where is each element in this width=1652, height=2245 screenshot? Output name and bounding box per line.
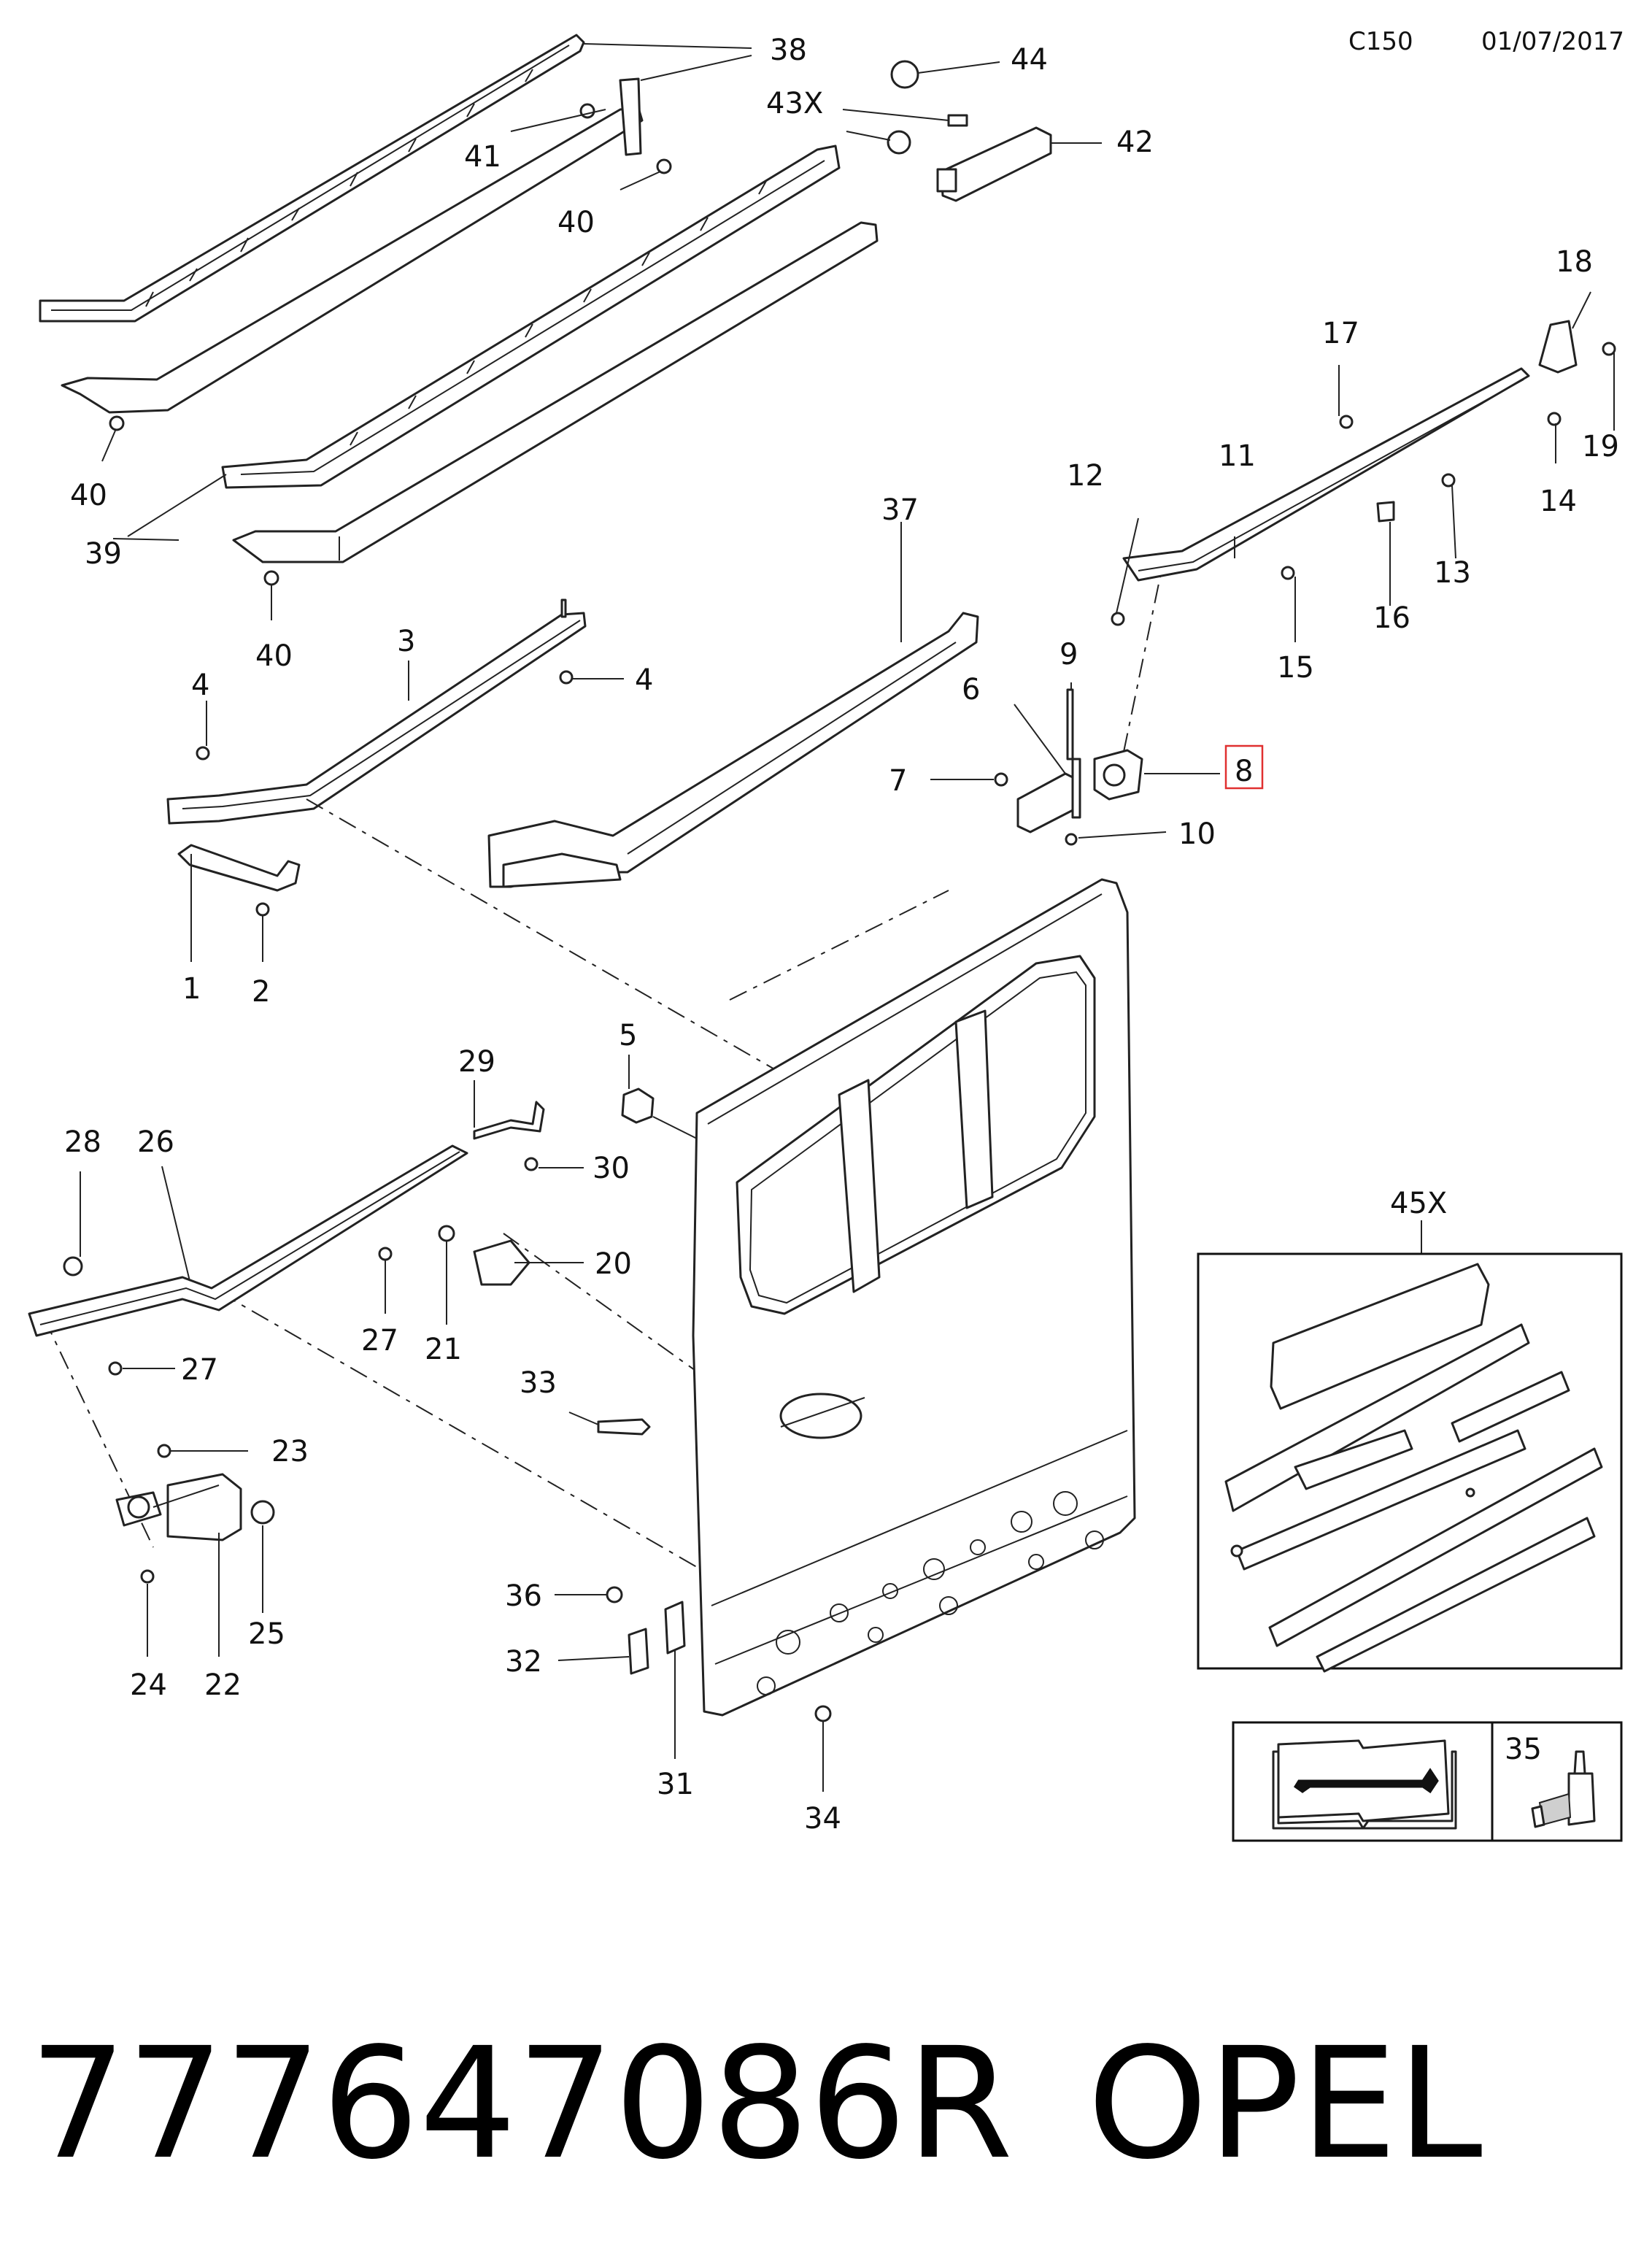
- clip-43x: [887, 114, 968, 155]
- screw-icon: [559, 670, 574, 685]
- callout-8: 8: [1235, 755, 1253, 788]
- screw-icon: [196, 746, 210, 760]
- kit-inset-45x: [1197, 1252, 1623, 1670]
- brand-name: OPEL: [1087, 2014, 1483, 2193]
- callout-6: 6: [962, 673, 980, 706]
- screw-icon: [157, 1444, 171, 1458]
- screw-icon: [438, 1225, 455, 1242]
- callout-43x: 43X: [766, 87, 823, 120]
- callout-13: 13: [1434, 556, 1471, 590]
- callout-44: 44: [1011, 43, 1048, 77]
- screw-icon: [378, 1247, 393, 1261]
- callout-16: 16: [1373, 601, 1410, 635]
- callout-4: 4: [635, 663, 653, 697]
- callout-39: 39: [85, 537, 122, 571]
- bumper-5: [621, 1087, 655, 1124]
- diagram-code: C150: [1348, 27, 1413, 56]
- upper-arm-3: [166, 598, 587, 825]
- callout-42: 42: [1116, 126, 1154, 159]
- rail-end-cover-42: [936, 126, 1052, 202]
- callout-5: 5: [619, 1019, 637, 1052]
- callout-35: 35: [1505, 1733, 1542, 1766]
- upper-track-11: [1122, 320, 1578, 582]
- adhesive-bottle-icon: [1531, 1750, 1596, 1828]
- screw-icon: [1111, 342, 1616, 626]
- center-track-37: [487, 612, 979, 888]
- callout-1: 1: [182, 972, 201, 1006]
- callout-34: 34: [804, 1802, 841, 1836]
- callout-18: 18: [1556, 245, 1593, 279]
- callout-10: 10: [1178, 817, 1216, 851]
- kit-parts-group: [1224, 1263, 1603, 1673]
- callout-3: 3: [397, 625, 415, 658]
- callout-29: 29: [458, 1045, 495, 1079]
- latch-31: [664, 1601, 686, 1655]
- callout-4: 4: [191, 669, 209, 702]
- callout-23: 23: [271, 1435, 309, 1468]
- bracket-1: [177, 844, 301, 892]
- screw-icon: [108, 1361, 123, 1376]
- callout-27: 27: [181, 1353, 218, 1387]
- callout-20: 20: [595, 1247, 632, 1281]
- callout-36: 36: [505, 1579, 542, 1613]
- legend-box: [1232, 1721, 1623, 1842]
- diagram-date: 01/07/2017: [1481, 27, 1624, 56]
- bumper-28: [63, 1256, 83, 1276]
- callout-30: 30: [593, 1152, 630, 1185]
- callout-9: 9: [1059, 638, 1078, 671]
- lower-track-26: [28, 1144, 468, 1337]
- callout-14: 14: [1540, 485, 1577, 518]
- door-panel-holes: [757, 1491, 1104, 1695]
- callout-26: 26: [137, 1125, 174, 1159]
- callout-31: 31: [657, 1768, 694, 1801]
- callout-11: 11: [1219, 439, 1256, 473]
- screw-icon: [524, 1157, 539, 1171]
- callout-33: 33: [520, 1366, 557, 1400]
- callout-2: 2: [252, 975, 270, 1009]
- pin-9: [1066, 688, 1074, 760]
- callout-41: 41: [464, 140, 501, 174]
- screw-icon: [994, 772, 1008, 787]
- washer-25: [250, 1500, 275, 1525]
- callout-37: 37: [881, 493, 919, 527]
- callout-24: 24: [130, 1668, 167, 1702]
- callout-28: 28: [64, 1125, 101, 1159]
- roller-bracket-6: [1016, 749, 1143, 833]
- callout-21: 21: [425, 1333, 462, 1366]
- callout-45x: 45X: [1390, 1187, 1447, 1220]
- screw-icon: [140, 1569, 155, 1584]
- callout-40: 40: [70, 479, 107, 512]
- screw-icon: [255, 902, 270, 917]
- screw-icon: [1065, 833, 1078, 846]
- callout-15: 15: [1277, 651, 1314, 685]
- clip-33: [597, 1418, 651, 1436]
- callout-17: 17: [1322, 317, 1359, 350]
- sliding-door-panel: [692, 878, 1136, 1717]
- striker-20: [473, 1239, 530, 1286]
- highlight-box: [1224, 744, 1264, 790]
- callout-27: 27: [361, 1324, 398, 1358]
- lower-roller-assembly-22: [115, 1473, 242, 1541]
- part-number: 777647086R: [29, 2014, 1013, 2193]
- repair-manual-book-icon: [1272, 1739, 1457, 1830]
- screw-icon: [814, 1705, 832, 1722]
- callout-40: 40: [255, 639, 293, 673]
- callout-19: 19: [1582, 430, 1619, 463]
- callout-25: 25: [248, 1617, 285, 1651]
- bumper-36: [606, 1586, 623, 1603]
- upper-rail-41: [61, 77, 644, 414]
- striker-plate-32: [628, 1628, 649, 1675]
- callout-40: 40: [557, 206, 595, 239]
- callout-12: 12: [1067, 459, 1104, 493]
- callout-32: 32: [505, 1645, 542, 1679]
- middle-rail-39-lower: [232, 221, 879, 563]
- upper-rail-38: [39, 34, 585, 323]
- middle-rail-39-upper: [221, 145, 841, 489]
- bracket-29: [473, 1101, 545, 1140]
- callout-22: 22: [204, 1668, 242, 1702]
- grommet-44: [890, 60, 919, 89]
- callout-7: 7: [889, 764, 907, 798]
- callout-38: 38: [770, 34, 807, 67]
